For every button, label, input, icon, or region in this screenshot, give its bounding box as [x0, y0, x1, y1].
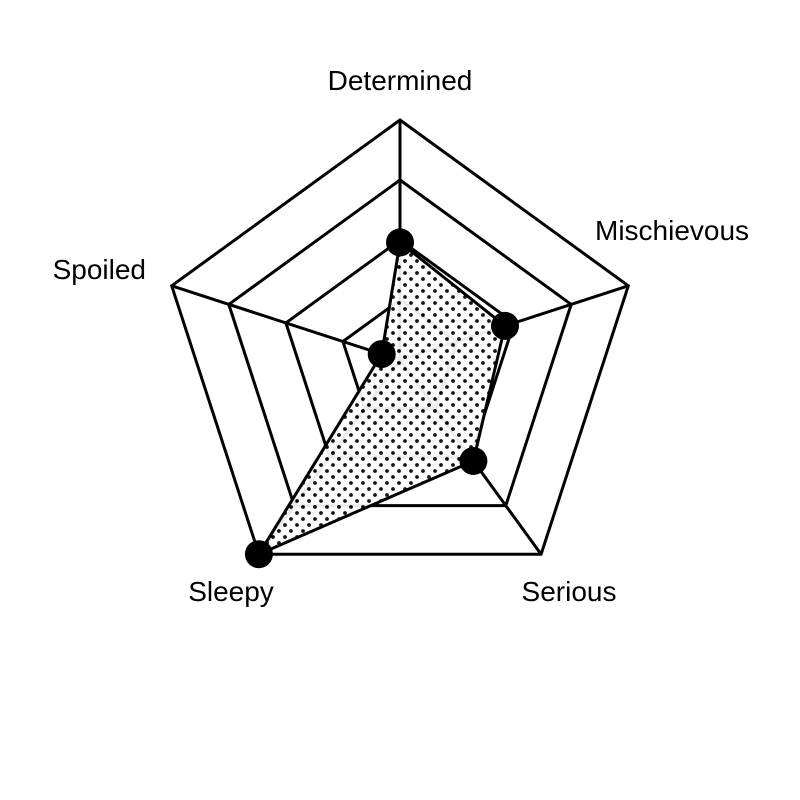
- axis-label-serious: Serious: [522, 576, 617, 607]
- axis-label-sleepy: Sleepy: [188, 576, 274, 607]
- data-point-sleepy: [244, 540, 273, 569]
- grid-ring-4: [169, 118, 631, 556]
- series-area-0: [257, 240, 507, 556]
- axis-label-mischievous: Mischievous: [595, 215, 749, 246]
- axis-label-determined: Determined: [328, 65, 473, 96]
- data-point-determined: [386, 228, 414, 257]
- spoke-spoiled: [171, 284, 401, 362]
- grid-ring-3: [227, 178, 573, 508]
- radar-axis-labels: Determined Mischievous Serious Sleepy Sp…: [53, 65, 749, 607]
- data-point-serious: [459, 447, 488, 475]
- radar-series-area: [257, 240, 507, 556]
- data-point-mischievous: [491, 311, 519, 340]
- axis-label-spoiled: Spoiled: [53, 254, 146, 285]
- radar-series-points: [244, 228, 519, 569]
- data-point-spoiled: [367, 340, 396, 369]
